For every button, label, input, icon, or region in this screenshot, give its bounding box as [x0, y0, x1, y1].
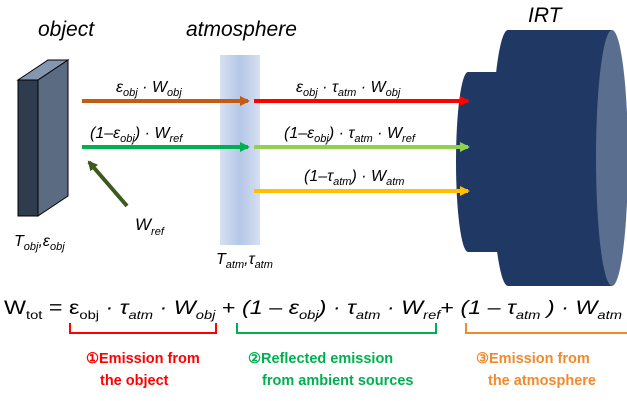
atmosphere-emission-label: (1–τatm) · Watm [304, 168, 404, 188]
component-3-line2: the atmosphere [488, 373, 596, 389]
component-2-line2: from ambient sources [262, 373, 414, 389]
reflected-out-label: (1–εobj) · τatm · Wref [284, 125, 416, 145]
emission-object-brace [69, 323, 217, 334]
reflected-emission-brace [236, 323, 437, 334]
w-ref-arrow [87, 160, 129, 208]
obj-emission-in-label: εobj · Wobj [116, 79, 182, 99]
reflected-in-label: (1–εobj) · Wref [90, 125, 183, 145]
obj-emission-out-label: εobj · τatm · Wobj [296, 79, 401, 99]
object-slab [16, 59, 70, 217]
w-ref-label: Wref [135, 215, 165, 238]
object-params-label: Tobj,εobj [14, 233, 65, 253]
atmosphere-emission-brace [465, 323, 627, 334]
object-heading: object [38, 18, 95, 41]
component-1-line1: ①Emission from [86, 351, 200, 367]
irt-heading: IRT [528, 4, 564, 27]
atmosphere-params-label: Tatm,τatm [216, 251, 273, 271]
component-3-line1: ③Emission from [476, 351, 590, 367]
component-1-line2: the object [100, 373, 169, 389]
component-2-line1: ②Reflected emission [248, 351, 393, 367]
atmosphere-heading: atmosphere [186, 18, 297, 41]
irt-camera [456, 30, 627, 286]
atmosphere-band [220, 55, 260, 245]
